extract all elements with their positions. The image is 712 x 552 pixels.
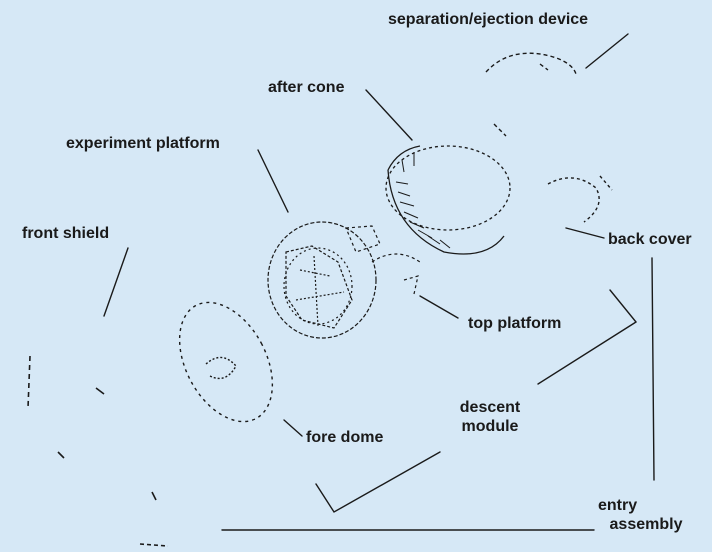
leader-front-shield (103, 247, 129, 317)
label-entry-assembly: entry assembly (598, 496, 694, 534)
label-separation-device: separation/ejection device (388, 11, 589, 28)
after-cone-part (385, 145, 511, 255)
label-descent-module-line2: module (461, 418, 519, 435)
front-shield-part (27, 355, 169, 547)
entry-assembly-bracket (651, 257, 655, 481)
label-top-platform: top platform (468, 315, 562, 332)
label-entry-assembly-line1: entry (598, 497, 638, 514)
leader-separation-device (585, 33, 629, 69)
top-platform-part (371, 253, 421, 295)
experiment-platform-part (267, 221, 381, 339)
descent-module-bracket (537, 289, 638, 385)
label-entry-assembly-line2: assembly (609, 516, 683, 533)
separation-device-part (485, 52, 577, 137)
label-after-cone: after cone (268, 79, 345, 96)
leader-back-cover (565, 227, 605, 239)
fore-dome-part (178, 301, 274, 423)
descent-module-bracket-lower (315, 451, 441, 513)
leader-fore-dome (283, 419, 303, 437)
label-front-shield: front shield (22, 225, 110, 242)
label-back-cover: back cover (608, 231, 692, 248)
leader-experiment-platform (257, 149, 289, 213)
label-descent-module-line1: descent (459, 399, 521, 416)
label-fore-dome: fore dome (306, 429, 384, 446)
label-descent-module: descent module (450, 398, 530, 436)
leader-top-platform (419, 295, 459, 319)
label-experiment-platform: experiment platform (66, 135, 220, 152)
leader-after-cone (365, 89, 413, 141)
back-cover-part (547, 175, 613, 223)
